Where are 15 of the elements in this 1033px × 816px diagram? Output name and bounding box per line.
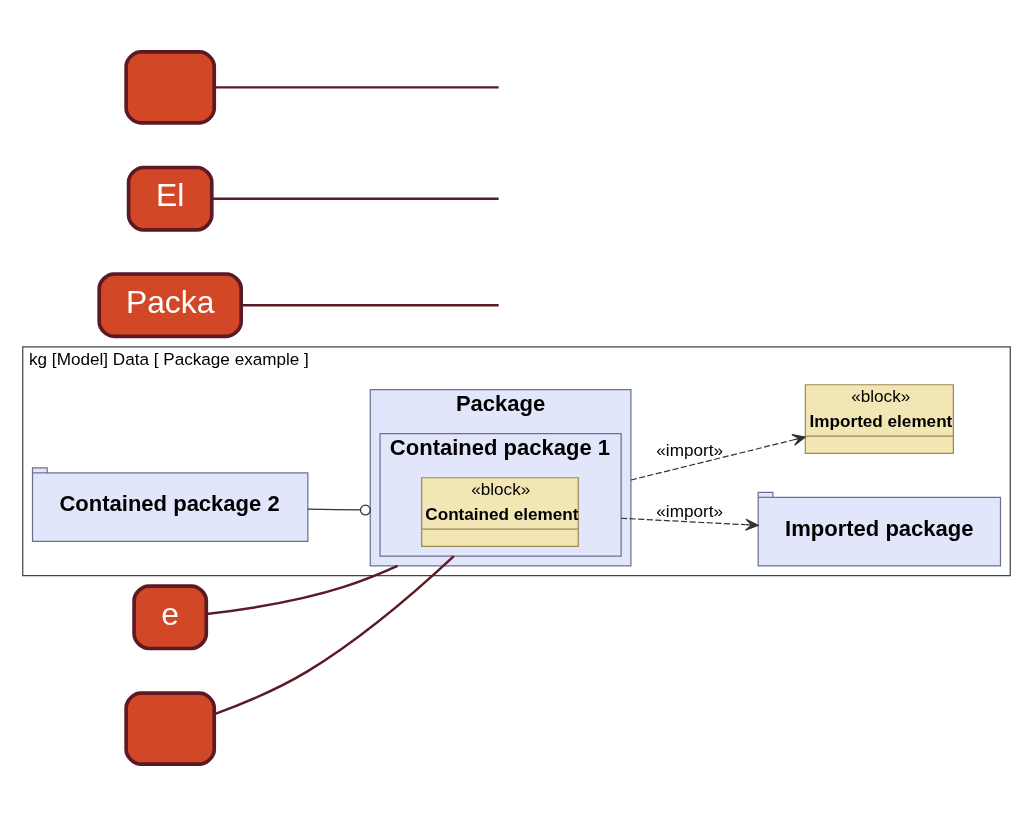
node-box [124, 691, 217, 766]
connector [206, 564, 399, 616]
connector [307, 504, 371, 516]
connector [211, 197, 499, 200]
node-box: e [132, 584, 209, 651]
connector [214, 555, 455, 716]
arrow [630, 433, 806, 481]
edge-label: «import» [656, 501, 723, 522]
connector [214, 86, 499, 89]
edge-label: «import» [656, 439, 723, 460]
connector [241, 304, 499, 307]
node-box: Packa [97, 272, 243, 339]
node-box [124, 50, 217, 125]
node-box: El [126, 165, 214, 232]
arrow [620, 517, 759, 531]
